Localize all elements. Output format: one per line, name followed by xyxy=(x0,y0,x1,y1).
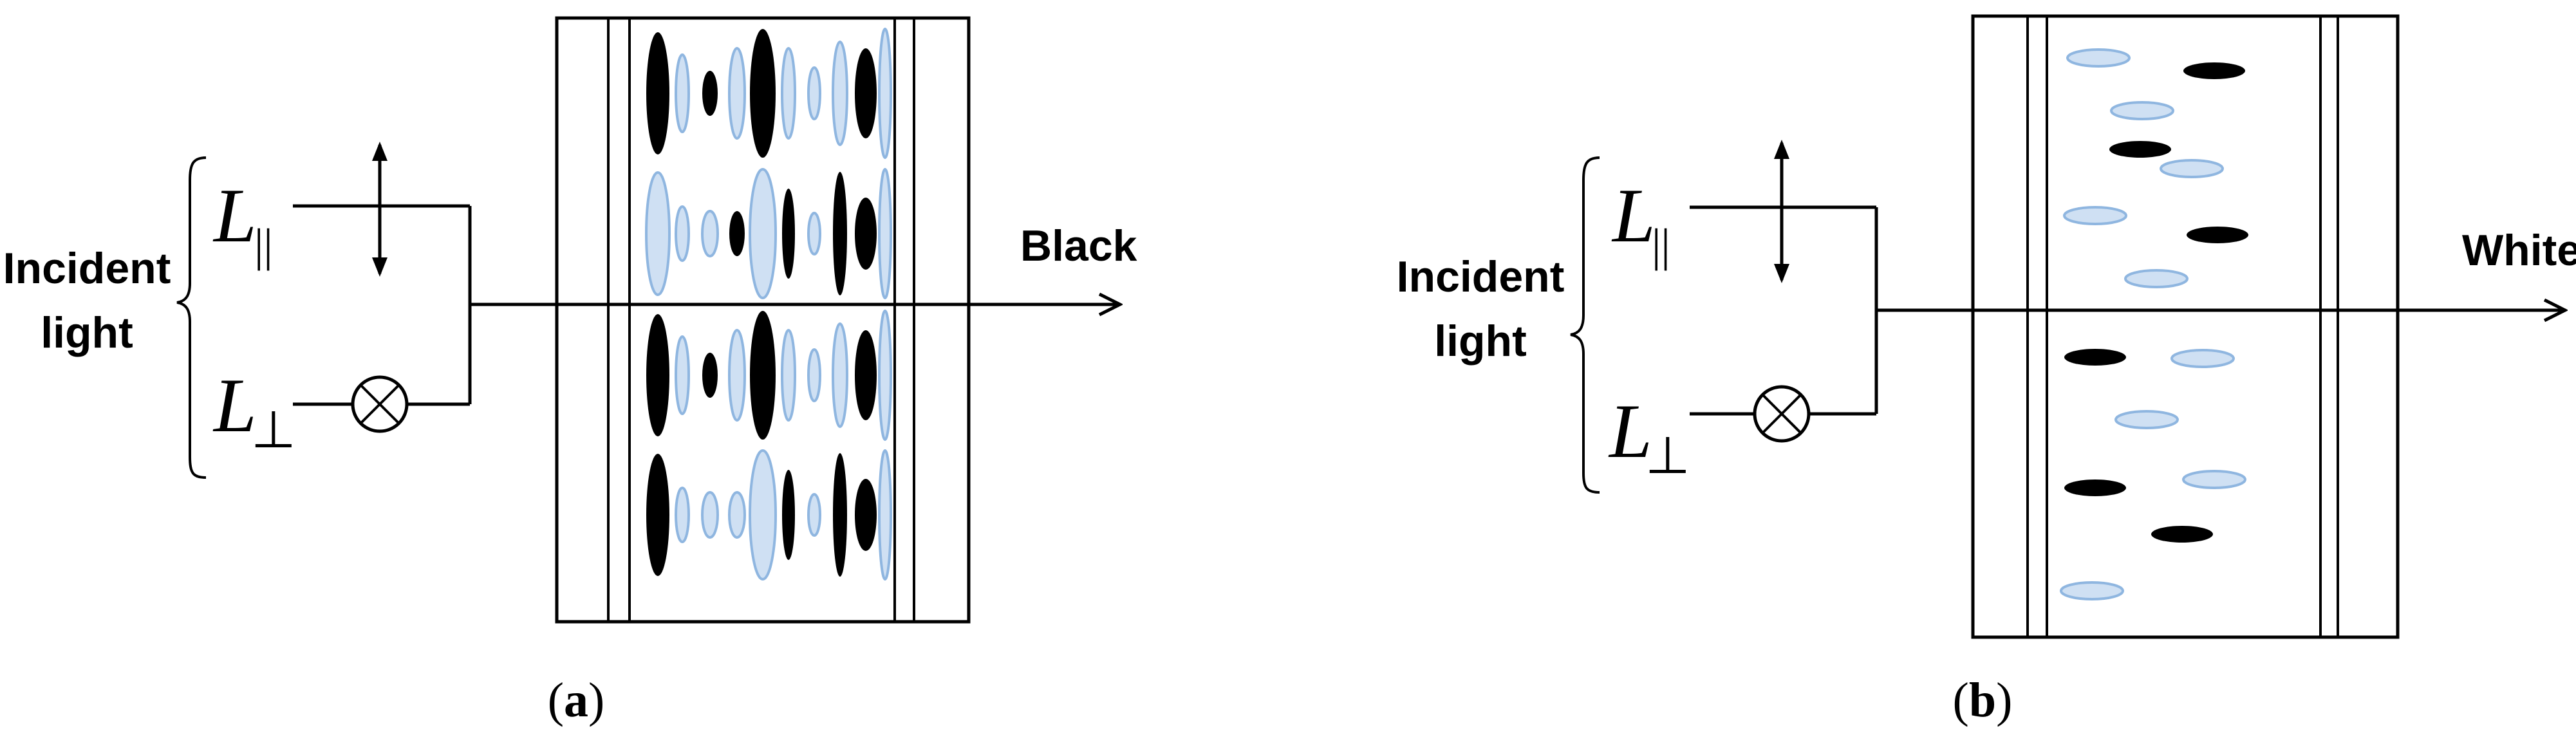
lc-molecule-black xyxy=(750,311,776,440)
lc-molecule-black xyxy=(833,453,847,577)
lc-molecule-blue xyxy=(878,449,892,581)
lc-molecule-blue xyxy=(749,168,777,299)
lc-molecule-blue xyxy=(2060,581,2124,600)
l-parallel-subscript: || xyxy=(254,219,273,271)
curly-bracket-icon xyxy=(1570,156,1600,494)
incident-label-line1: Incident xyxy=(1397,252,1565,301)
lc-molecule-blue xyxy=(807,348,821,402)
lc-molecule-blue xyxy=(2170,349,2235,368)
l-perp-subscript: ⊥ xyxy=(1645,428,1690,485)
lc-molecule-black xyxy=(855,198,877,270)
lc-molecule-blue xyxy=(645,171,671,296)
panel-a: Incident light L || L ⊥ xyxy=(3,16,1137,727)
lc-molecule-black xyxy=(646,314,669,436)
lc-molecule-blue xyxy=(675,335,690,415)
circle-cross-icon xyxy=(351,375,409,433)
lc-molecule-blue xyxy=(2063,206,2127,225)
lc-molecule-blue xyxy=(728,491,746,539)
lc-molecule-black xyxy=(702,71,718,116)
lc-molecule-blue xyxy=(728,329,746,422)
l-parallel-letter: L xyxy=(212,172,257,258)
lc-molecule-black xyxy=(2064,479,2126,496)
caption-a: (a) xyxy=(548,673,605,727)
lc-molecule-blue xyxy=(2160,159,2224,178)
molecules-a xyxy=(645,28,892,581)
incident-label-line1: Incident xyxy=(3,244,171,293)
lc-molecule-blue xyxy=(701,210,719,257)
lc-molecule-blue xyxy=(832,41,848,146)
lc-molecule-black xyxy=(782,470,795,560)
lc-molecule-blue xyxy=(878,28,892,159)
vertical-double-arrow-icon xyxy=(372,142,387,277)
lc-molecule-black xyxy=(729,211,745,256)
lc-molecule-black xyxy=(646,32,669,154)
lc-molecule-black xyxy=(2187,227,2248,243)
lc-molecule-blue xyxy=(701,491,719,539)
lc-molecule-black xyxy=(646,454,669,576)
lc-molecule-black xyxy=(855,479,877,551)
lc-molecule-blue xyxy=(878,310,892,441)
lc-molecule-blue xyxy=(878,168,892,299)
lc-molecule-blue xyxy=(675,487,690,543)
lc-molecule-blue xyxy=(781,47,796,140)
l-parallel-letter: L xyxy=(1611,172,1656,258)
lc-molecule-blue xyxy=(2114,410,2179,429)
lc-molecule-black xyxy=(2064,349,2126,366)
lc-molecule-blue xyxy=(807,493,821,537)
lc-molecule-blue xyxy=(749,449,777,581)
lc-molecule-blue xyxy=(807,66,821,120)
lc-molecule-blue xyxy=(675,53,690,133)
incident-label-line2: light xyxy=(41,308,133,357)
lc-molecule-black xyxy=(855,330,877,420)
vertical-double-arrow-icon xyxy=(1774,140,1789,283)
caption-b: (b) xyxy=(1953,673,2013,727)
molecules-b xyxy=(2060,48,2248,600)
lc-molecule-black xyxy=(2109,141,2171,158)
lc-cell-b xyxy=(1971,14,2400,639)
lc-molecule-blue xyxy=(728,47,746,140)
lc-molecule-black xyxy=(833,172,847,295)
lc-molecule-blue xyxy=(2066,48,2131,68)
l-perp-letter: L xyxy=(212,362,257,448)
lc-molecule-black xyxy=(750,29,776,158)
output-label-black: Black xyxy=(1020,221,1137,270)
l-perp-letter: L xyxy=(1608,388,1652,474)
curly-bracket-icon xyxy=(176,156,207,479)
lc-molecule-blue xyxy=(675,205,690,262)
lc-molecule-blue xyxy=(781,329,796,422)
lc-molecule-blue xyxy=(2124,269,2189,288)
lc-molecule-black xyxy=(855,48,877,138)
panel-b: Incident light L || L ⊥ W xyxy=(1397,14,2576,727)
lc-molecule-blue xyxy=(2182,470,2246,489)
l-perp-subscript: ⊥ xyxy=(251,402,296,459)
circle-cross-icon xyxy=(1753,385,1811,443)
output-label-white: White xyxy=(2462,226,2576,275)
lc-molecule-black xyxy=(2183,62,2245,79)
lc-molecule-black xyxy=(782,189,795,279)
lc-molecule-blue xyxy=(2110,101,2174,120)
lc-molecule-black xyxy=(2151,526,2213,543)
incident-label-line2: light xyxy=(1434,317,1527,366)
l-parallel-subscript: || xyxy=(1652,219,1670,271)
lc-molecule-blue xyxy=(832,322,848,428)
lc-molecule-blue xyxy=(807,212,821,256)
lc-molecule-black xyxy=(702,353,718,398)
